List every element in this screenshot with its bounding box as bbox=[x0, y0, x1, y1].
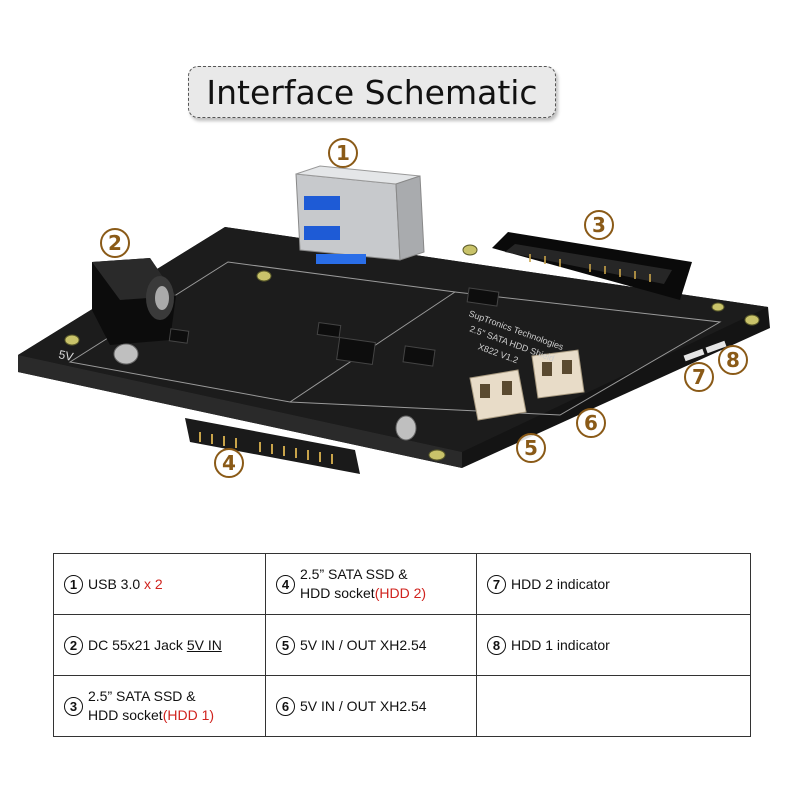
silk-5v-label: 5V bbox=[57, 347, 74, 364]
legend-highlight: (HDD 2) bbox=[374, 585, 427, 601]
legend-underline: 5V IN bbox=[186, 636, 222, 653]
legend-num: 6 bbox=[276, 696, 295, 716]
ic-chips bbox=[168, 287, 500, 367]
legend-item-6: 6 5V IN / OUT XH2.54 bbox=[265, 675, 477, 737]
callout-3: 3 bbox=[584, 210, 614, 240]
legend-text: HDD 2 indicator bbox=[511, 575, 610, 592]
legend-highlight: x 2 bbox=[144, 575, 163, 592]
legend-text: HDD 1 indicator bbox=[511, 636, 610, 653]
legend-text-line2: HDD socket bbox=[88, 707, 163, 723]
legend-text: DC 55x21 Jack bbox=[88, 636, 187, 653]
xh254-connector-6 bbox=[531, 349, 585, 399]
sata-connector-top bbox=[492, 232, 692, 300]
callout-2: 2 bbox=[100, 228, 130, 258]
legend-empty-cell bbox=[476, 675, 751, 737]
callout-1: 1 bbox=[328, 138, 358, 168]
legend-item-1: 1 USB 3.0 x 2 bbox=[53, 553, 266, 615]
led-hdd2 bbox=[683, 348, 705, 362]
dc-jack bbox=[92, 258, 176, 345]
legend-row: 2 DC 55x21 Jack 5V IN 5 5V IN / OUT XH2.… bbox=[53, 614, 751, 676]
callout-4: 4 bbox=[214, 448, 244, 478]
standoff-screw-left bbox=[113, 343, 139, 365]
diagram-title: Interface Schematic bbox=[188, 66, 556, 118]
legend-text-line1: 2.5” SATA SSD & bbox=[300, 566, 408, 582]
legend-item-5: 5 5V IN / OUT XH2.54 bbox=[265, 614, 477, 676]
callout-8: 8 bbox=[718, 345, 748, 375]
pcb-edge bbox=[18, 355, 462, 468]
legend-row: 1 USB 3.0 x 2 4 2.5” SATA SSD & HDD socke… bbox=[53, 553, 751, 615]
legend-num: 5 bbox=[276, 635, 295, 655]
legend-item-7: 7 HDD 2 indicator bbox=[476, 553, 751, 615]
legend-highlight: (HDD 1) bbox=[162, 707, 215, 723]
pcb-silk-outline-right bbox=[289, 291, 722, 416]
legend-text: 5V IN / OUT XH2.54 bbox=[300, 697, 427, 714]
pcb-top-surface bbox=[18, 227, 768, 452]
legend-text: 5V IN / OUT XH2.54 bbox=[300, 636, 427, 653]
legend-num: 8 bbox=[487, 635, 506, 655]
legend-text: USB 3.0 bbox=[88, 575, 145, 592]
legend-item-4: 4 2.5” SATA SSD & HDD socket(HDD 2) bbox=[265, 553, 477, 615]
board-illustration: 5V SupTronics Technologies 2.5" SATA HDD… bbox=[18, 165, 770, 474]
legend-item-3: 3 2.5” SATA SSD & HDD socket(HDD 1) bbox=[53, 675, 266, 737]
usb3-port bbox=[295, 165, 425, 264]
callout-6: 6 bbox=[576, 408, 606, 438]
xh254-connector-5 bbox=[469, 369, 527, 421]
mounting-holes bbox=[64, 244, 760, 461]
legend-num: 3 bbox=[64, 696, 83, 716]
legend-num: 2 bbox=[64, 635, 83, 655]
legend-row: 3 2.5” SATA SSD & HDD socket(HDD 1) 6 5V … bbox=[53, 675, 751, 737]
callout-5: 5 bbox=[516, 433, 546, 463]
sata-connector-bottom-pins bbox=[199, 432, 333, 464]
legend-item-8: 8 HDD 1 indicator bbox=[476, 614, 751, 676]
legend-text-line1: 2.5” SATA SSD & bbox=[88, 688, 196, 704]
standoff-screw-right bbox=[395, 415, 417, 441]
legend-num: 4 bbox=[276, 574, 295, 594]
callout-7: 7 bbox=[684, 362, 714, 392]
legend-num: 7 bbox=[487, 574, 506, 594]
legend-table: 1 USB 3.0 x 2 4 2.5” SATA SSD & HDD socke… bbox=[53, 553, 751, 737]
led-hdd1 bbox=[705, 340, 727, 354]
legend-item-2: 2 DC 55x21 Jack 5V IN bbox=[53, 614, 266, 676]
legend-num: 1 bbox=[64, 574, 83, 594]
legend-text-line2: HDD socket bbox=[300, 585, 375, 601]
